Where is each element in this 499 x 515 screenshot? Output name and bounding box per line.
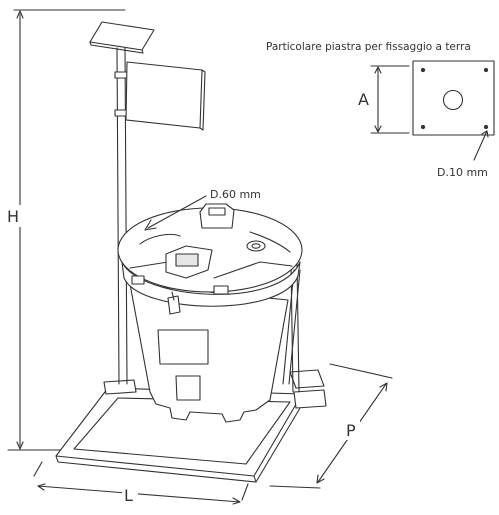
- height-dimension: H: [6, 9, 126, 451]
- hole-leader-line: [473, 130, 488, 161]
- hole-leader-arrow: [481, 130, 489, 138]
- right-post-front-edge: [282, 269, 295, 385]
- length-arrow-right: [232, 497, 241, 505]
- flag-sign-panel-thickness: [199, 69, 206, 131]
- plate-a-arrow-bottom: [374, 125, 382, 133]
- filler-cap-inner: [251, 243, 261, 249]
- length-arrow-left: [37, 483, 46, 491]
- tank-rim: [121, 261, 301, 307]
- side-lever-arm: [171, 291, 175, 301]
- tank: [117, 203, 303, 423]
- ground-plate-right-front: [293, 389, 327, 409]
- plate-hole-top-right: [483, 67, 489, 73]
- pole-diameter-label: D.60 mm: [210, 188, 261, 201]
- lower-label-window: [175, 375, 201, 401]
- height-arrow-top: [16, 10, 24, 19]
- height-arrow-bottom: [16, 441, 24, 450]
- sign-pole-left-edge: [116, 47, 120, 385]
- ground-plate-left: [103, 379, 137, 395]
- right-post-back-edge-2: [296, 261, 300, 393]
- latch-left: [131, 275, 145, 285]
- sign-panels: [89, 21, 206, 131]
- plate-center-hole: [442, 89, 464, 111]
- plate-square: [412, 60, 495, 136]
- length-label: L: [124, 486, 133, 505]
- display-screen: [175, 253, 199, 267]
- height-label: H: [7, 207, 19, 226]
- plate-hole-bottom-left: [420, 124, 426, 130]
- right-post-front-edge-2: [288, 269, 301, 385]
- front-label-window: [157, 329, 209, 365]
- tank-body: [129, 283, 289, 423]
- pole-leader-arrow: [144, 219, 157, 231]
- pole-clamp-upper: [114, 71, 129, 79]
- lid-handle-grip: [208, 207, 226, 216]
- plate-a-arrow-top: [374, 66, 382, 74]
- plate-detail: Particolare piastra per fissaggio a terr…: [266, 41, 495, 179]
- lid-segment-1: [139, 233, 181, 245]
- pole-leader-line: [147, 195, 207, 229]
- hole-diameter-label: D.10 mm: [437, 166, 488, 179]
- latch-front: [213, 285, 229, 295]
- flag-sign-panel: [125, 61, 203, 129]
- poles: [114, 47, 301, 393]
- ground-plate-right-back: [289, 369, 325, 389]
- top-sign-panel-thickness: [89, 41, 144, 54]
- length-extension-left: [33, 461, 43, 477]
- lid-segment-3: [129, 261, 169, 269]
- sign-pole-right-edge: [124, 47, 128, 385]
- lid-segment-4: [213, 261, 293, 279]
- depth-arrow-bottom: [316, 474, 325, 484]
- length-dimension: L: [33, 461, 249, 505]
- plate-detail-title: Particolare piastra per fissaggio a terr…: [266, 41, 471, 53]
- lid-segment-2: [249, 231, 291, 253]
- plate-hole-top-left: [420, 67, 426, 73]
- plate-a-label: A: [358, 90, 369, 109]
- depth-extension-top: [329, 363, 393, 379]
- length-dimension-line: [37, 485, 241, 503]
- filler-cap: [246, 240, 266, 252]
- side-lever: [167, 295, 181, 315]
- plate-hole-bottom-right: [483, 124, 489, 130]
- depth-dimension: P: [269, 363, 393, 489]
- pole-diameter-callout: D.60 mm: [144, 188, 261, 231]
- depth-label: P: [346, 421, 356, 440]
- depth-arrow-top: [379, 382, 388, 392]
- depth-extension-bottom: [269, 485, 321, 489]
- length-extension-right: [241, 483, 249, 501]
